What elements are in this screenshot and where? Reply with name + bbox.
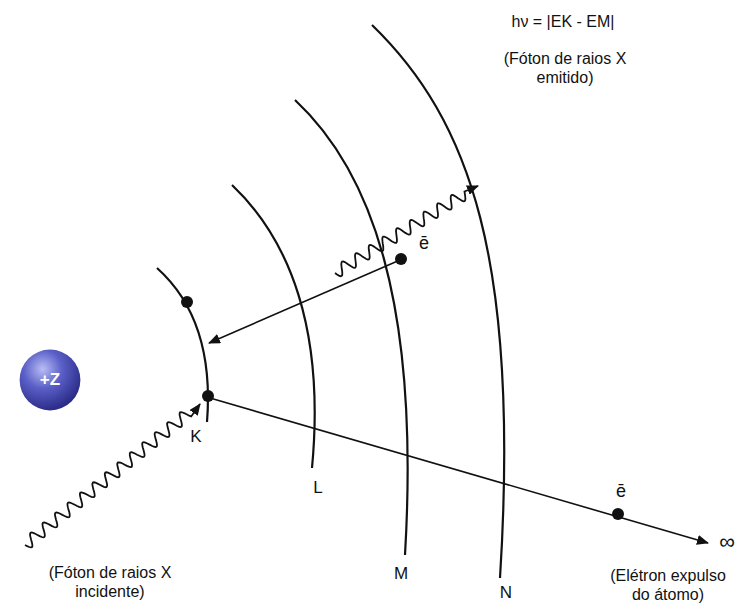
electron-dot [202, 390, 214, 402]
ejection-arrow [210, 398, 708, 543]
electron-note: (Elétron expulso do átomo) [600, 566, 736, 604]
nucleus-circle: +Z [19, 349, 81, 411]
electron-dot [181, 296, 193, 308]
electron-dot [612, 508, 624, 520]
infinity-symbol: ∞ [719, 529, 735, 555]
electron-dot [395, 253, 407, 265]
nucleus-charge: +Z [19, 370, 81, 390]
electron-symbol: ē [616, 481, 626, 503]
shell-n [372, 25, 504, 578]
shell-m [295, 100, 408, 555]
shell-name: M [394, 564, 408, 584]
photon-note: (Fóton de raios X emitido) [501, 49, 629, 87]
emitted-photon [335, 186, 478, 276]
electron-symbol: ē [419, 233, 429, 255]
shell-name: L [313, 478, 322, 498]
shell-name: N [500, 583, 512, 603]
incident-photon [25, 404, 200, 547]
shell-k [157, 268, 208, 422]
transition-arrow [209, 260, 400, 343]
shell-name: K [190, 427, 201, 447]
energy-formula: hν = |EK - EM| [511, 12, 614, 31]
photon-note: (Fóton de raios X incidente) [35, 563, 185, 601]
